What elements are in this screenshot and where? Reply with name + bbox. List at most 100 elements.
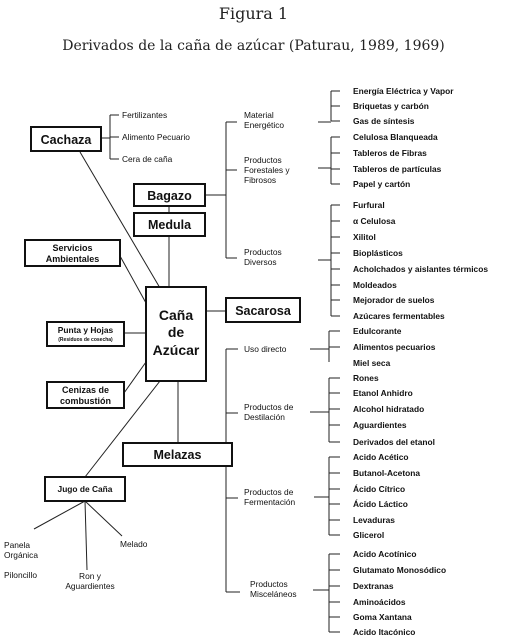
- group-label: Material: [244, 110, 274, 120]
- servicios-node: Servicios Ambientales: [24, 239, 121, 267]
- cenizas-label-2: combustión: [60, 396, 111, 406]
- figure-label: Figura 1: [218, 4, 289, 23]
- ron-label-1: Ron y: [79, 571, 102, 581]
- cachaza-product: Cera de caña: [122, 154, 173, 164]
- product-item: Miel seca: [353, 358, 391, 368]
- product-item: Tableros de Fibras: [353, 148, 427, 158]
- product-item: Moldeados: [353, 280, 397, 290]
- figure-title: Derivados de la caña de azúcar (Paturau,…: [62, 38, 445, 54]
- product-item: Glutamato Monosódico: [353, 565, 446, 575]
- sacarosa-node: Sacarosa: [225, 297, 301, 323]
- connector-cenizas-cana: [123, 361, 147, 394]
- medula-label: Medula: [148, 218, 192, 232]
- product-item: Goma Xantana: [353, 612, 412, 622]
- bagazo-group-labels: Material Energético Productos Forestales…: [244, 110, 290, 267]
- product-item: Etanol Anhidro: [353, 388, 413, 398]
- group-label: Productos: [244, 247, 282, 257]
- group-label: Fermentación: [244, 497, 296, 507]
- product-item: Aguardientes: [353, 420, 407, 430]
- product-item: Alimentos pecuarios: [353, 342, 436, 352]
- connector-servicios-cana: [119, 255, 147, 304]
- group-label: Energético: [244, 120, 284, 130]
- product-item: Levaduras: [353, 515, 395, 525]
- group-label: Diversos: [244, 257, 277, 267]
- product-item: Celulosa Blanqueada: [353, 132, 438, 142]
- product-item: Papel y cartón: [353, 179, 410, 189]
- product-item: Briquetas y carbón: [353, 101, 429, 111]
- connector-cachaza-cana: [79, 151, 161, 289]
- connector-jugo-melado: [84, 500, 123, 537]
- group-label: Productos de: [244, 402, 294, 412]
- cana-label-3: Azúcar: [153, 342, 200, 358]
- product-item: Ácido Cítrico: [353, 483, 405, 494]
- group-label: Forestales y: [244, 165, 290, 175]
- group-label: Misceláneos: [250, 589, 297, 599]
- group-label: Destilación: [244, 412, 285, 422]
- product-item: Mejorador de suelos: [353, 295, 435, 305]
- melazas-group-labels: Uso directo Productos de Destilación Pro…: [244, 344, 297, 599]
- product-item: Aminoácidos: [353, 597, 406, 607]
- product-item: Furfural: [353, 200, 385, 210]
- punta-label: Punta y Hojas: [58, 325, 114, 335]
- product-item: Derivados del etanol: [353, 437, 435, 447]
- cana-label-1: Caña: [159, 307, 193, 323]
- product-item: Acholchados y aislantes térmicos: [353, 264, 488, 274]
- melazas-node: Melazas: [122, 442, 233, 467]
- cenizas-node: Cenizas de combustión: [46, 381, 125, 409]
- melazas-items: Edulcorante Alimentos pecuarios Miel sec…: [353, 326, 446, 637]
- group-label: Productos: [244, 155, 282, 165]
- connector-jugo-ron: [84, 500, 88, 571]
- group-label: Uso directo: [244, 344, 287, 354]
- melazas-label: Melazas: [154, 448, 202, 462]
- bagazo-items: Energía Eléctrica y Vapor Briquetas y ca…: [353, 86, 488, 321]
- panela-label-2: Orgánica: [4, 550, 38, 560]
- product-item: Gas de síntesis: [353, 116, 415, 126]
- medula-node: Medula: [133, 212, 206, 237]
- product-item: Acido Itacónico: [353, 627, 415, 637]
- sacarosa-label: Sacarosa: [235, 304, 292, 318]
- cana-node: Caña de Azúcar: [145, 286, 207, 382]
- bagazo-label: Bagazo: [147, 189, 192, 203]
- product-item: Xilitol: [353, 232, 376, 242]
- group-label: Productos: [250, 579, 288, 589]
- cachaza-label: Cachaza: [41, 133, 93, 147]
- product-item: Alcohol hidratado: [353, 404, 424, 414]
- jugo-node: Jugo de Caña: [44, 476, 126, 502]
- product-item: Glicerol: [353, 530, 384, 540]
- product-item: Tableros de partículas: [353, 164, 442, 174]
- product-item: Ácido Láctico: [353, 498, 408, 509]
- cachaza-product: Fertilizantes: [122, 110, 167, 120]
- product-item: α Celulosa: [353, 216, 396, 226]
- jugo-products: Panela Orgánica Piloncillo Ron y Aguardi…: [4, 539, 148, 591]
- cachaza-product: Alimento Pecuario: [122, 132, 190, 142]
- product-item: Bioplásticos: [353, 248, 403, 258]
- jugo-label: Jugo de Caña: [58, 484, 113, 494]
- servicios-label-2: Ambientales: [46, 254, 100, 264]
- connector-jugo-panela: [33, 500, 86, 530]
- bagazo-node: Bagazo: [133, 183, 206, 207]
- cachaza-node: Cachaza: [30, 126, 102, 152]
- connector-cana-jugo: [84, 380, 161, 478]
- group-label: Fibrosos: [244, 175, 276, 185]
- cachaza-products: Fertilizantes Alimento Pecuario Cera de …: [122, 110, 190, 164]
- ron-label-2: Aguardientes: [65, 581, 114, 591]
- product-item: Butanol-Acetona: [353, 468, 420, 478]
- cana-label-2: de: [168, 324, 185, 340]
- product-item: Rones: [353, 373, 379, 383]
- punta-node: Punta y Hojas (Residuos de cosecha): [46, 321, 125, 347]
- cenizas-label-1: Cenizas de: [62, 385, 109, 395]
- product-item: Acido Acético: [353, 452, 409, 462]
- punta-sublabel: (Residuos de cosecha): [58, 337, 113, 343]
- servicios-label-1: Servicios: [52, 243, 92, 253]
- product-item: Dextranas: [353, 581, 394, 591]
- product-item: Edulcorante: [353, 326, 402, 336]
- group-label: Productos de: [244, 487, 294, 497]
- piloncillo-label: Piloncillo: [4, 570, 37, 580]
- panela-label-1: Panela: [4, 540, 30, 550]
- connectors: [33, 90, 340, 633]
- product-item: Acido Acotínico: [353, 549, 416, 559]
- product-item: Energía Eléctrica y Vapor: [353, 86, 454, 96]
- product-item: Azúcares fermentables: [353, 311, 445, 321]
- melado-label: Melado: [120, 539, 148, 549]
